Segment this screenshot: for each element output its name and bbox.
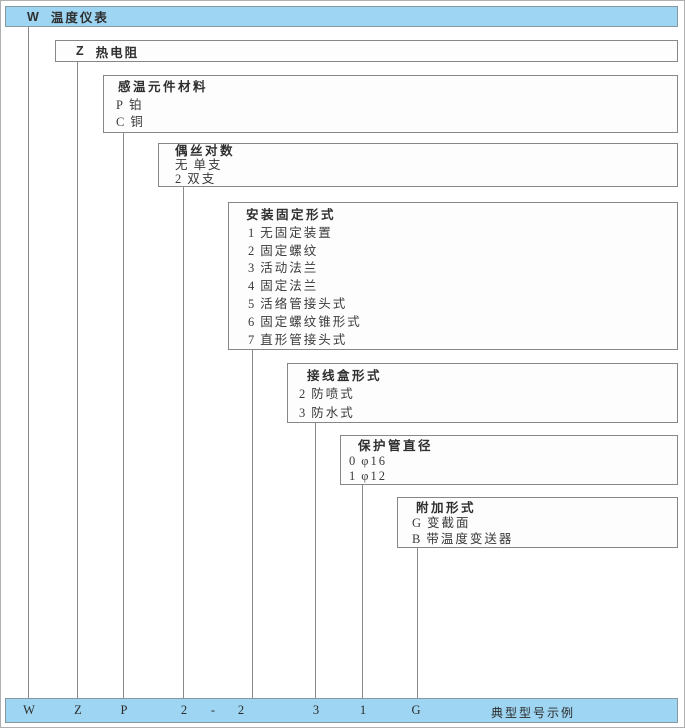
item-label: 固定法兰	[260, 279, 319, 294]
item-code: 0	[349, 454, 356, 469]
item-code: 7	[248, 332, 255, 347]
example-code-segment: 2	[237, 703, 245, 717]
item-label: 双支	[187, 171, 217, 186]
connector-line-mounting-fixation	[252, 350, 253, 698]
item-label: 防喷式	[311, 387, 355, 402]
item-code: 5	[248, 296, 255, 311]
item-code: 2	[175, 171, 182, 186]
connector-line-sensing-element-material	[123, 133, 124, 698]
level-item: 7 直形管接头式	[248, 332, 677, 350]
item-code: 1	[349, 469, 356, 484]
series-label: 温度仪表	[50, 11, 109, 25]
item-label: 直形管接头式	[260, 332, 348, 347]
item-code: 2	[299, 387, 306, 402]
item-code: 6	[248, 314, 255, 329]
sensor-category-label: 热电阻	[95, 45, 140, 60]
item-label: φ12	[361, 469, 387, 484]
example-code-segment: P	[120, 703, 128, 717]
item-code: C	[116, 115, 125, 129]
connector-line-series	[28, 27, 29, 698]
connector-line-protection-tube-diameter	[362, 485, 363, 698]
item-code: 1	[248, 225, 255, 240]
item-label: 无固定装置	[260, 225, 333, 240]
item-code: 2	[248, 243, 255, 258]
connector-line-junction-box-form	[315, 423, 316, 698]
item-code: 3	[248, 261, 255, 276]
item-code: B	[412, 531, 421, 546]
example-code-segment: G	[411, 703, 421, 717]
item-label: 防水式	[311, 405, 355, 420]
item-code: G	[412, 516, 422, 531]
example-model-bar: W Z P 2 - 2 3 1 G 典型型号示例	[5, 698, 678, 723]
item-label: 铜	[130, 115, 145, 129]
item-label: 固定螺纹	[260, 243, 319, 258]
connector-line-wire-pair-count	[183, 187, 184, 698]
level-title: 感温元件材料	[118, 80, 209, 94]
item-label: 变截面	[427, 516, 471, 531]
item-code: 4	[248, 279, 255, 294]
item-label: 带温度变送器	[426, 531, 514, 546]
level-title: 安装固定形式	[246, 208, 337, 222]
level-item: 1 无固定装置	[248, 225, 677, 243]
level-item: 无单支	[175, 157, 677, 173]
example-model-label: 典型型号示例	[491, 706, 576, 720]
level-item: 2 防喷式	[299, 385, 677, 403]
level-box-wire-pair-count: 偶丝对数 无单支 2 双支	[158, 143, 678, 187]
level-item: 1 φ12	[349, 469, 677, 484]
item-label: 活动法兰	[260, 261, 319, 276]
level-box-protection-tube-diameter: 保护管直径 0 φ16 1 φ12	[340, 435, 678, 485]
example-code-segment: 1	[359, 703, 367, 717]
level-item: 6 固定螺纹锥形式	[248, 314, 677, 332]
level-title: 偶丝对数	[175, 144, 236, 158]
level-item: 4 固定法兰	[248, 278, 677, 296]
item-label: 固定螺纹锥形式	[260, 314, 362, 329]
level-item: G 变截面	[412, 516, 677, 531]
series-code: W	[27, 9, 39, 24]
item-code: 无	[175, 157, 188, 172]
item-code: P	[116, 97, 123, 112]
item-label: φ16	[361, 454, 387, 469]
level-box-additional-form: 附加形式 G 变截面 B 带温度变送器	[397, 497, 678, 548]
level-box-sensor-category: Z 热电阻	[55, 40, 678, 62]
level-item: 3 防水式	[299, 404, 677, 422]
connector-line-additional-form	[417, 548, 418, 698]
item-label: 活络管接头式	[260, 296, 348, 311]
item-label: 铂	[128, 97, 144, 112]
level-box-junction-box-form: 接线盒形式 2 防喷式 3 防水式	[287, 363, 678, 423]
connector-line-sensor-category	[77, 62, 78, 698]
example-code-separator: -	[210, 703, 216, 717]
example-code-segment: 2	[180, 703, 188, 717]
level-item: 5 活络管接头式	[248, 296, 677, 314]
series-code-bar: W 温度仪表	[5, 6, 678, 27]
level-title: 附加形式	[416, 501, 477, 515]
level-item: 2 固定螺纹	[248, 243, 677, 261]
item-code: 3	[299, 405, 306, 420]
level-item: B 带温度变送器	[412, 532, 677, 547]
level-item: 2 双支	[175, 171, 677, 187]
level-item: 3 活动法兰	[248, 260, 677, 278]
sensor-category-code: Z	[76, 44, 84, 58]
level-title: 接线盒形式	[307, 369, 383, 383]
item-label: 单支	[193, 157, 223, 172]
example-code-segment: W	[23, 703, 35, 717]
level-item: 0 φ16	[349, 454, 677, 469]
level-title: 保护管直径	[358, 439, 434, 453]
example-code-segment: 3	[312, 703, 320, 717]
example-code-segment: Z	[74, 703, 82, 717]
